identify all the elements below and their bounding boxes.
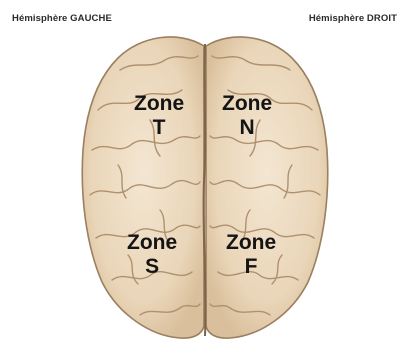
zone-top-left: Zone T — [134, 92, 184, 140]
zone-bottom-right: Zone F — [226, 231, 276, 279]
left-hemisphere — [82, 37, 204, 338]
zone-bottom-left-word: Zone — [127, 231, 177, 255]
right-hemisphere — [206, 37, 328, 338]
zone-bottom-left: Zone S — [127, 231, 177, 279]
zone-top-right: Zone N — [222, 92, 272, 140]
zone-bottom-right-letter: F — [226, 255, 276, 279]
zone-bottom-left-letter: S — [127, 255, 177, 279]
zone-top-right-letter: N — [222, 116, 272, 140]
zone-bottom-right-word: Zone — [226, 231, 276, 255]
zone-top-left-letter: T — [134, 116, 184, 140]
zone-top-left-word: Zone — [134, 92, 184, 116]
zone-top-right-word: Zone — [222, 92, 272, 116]
